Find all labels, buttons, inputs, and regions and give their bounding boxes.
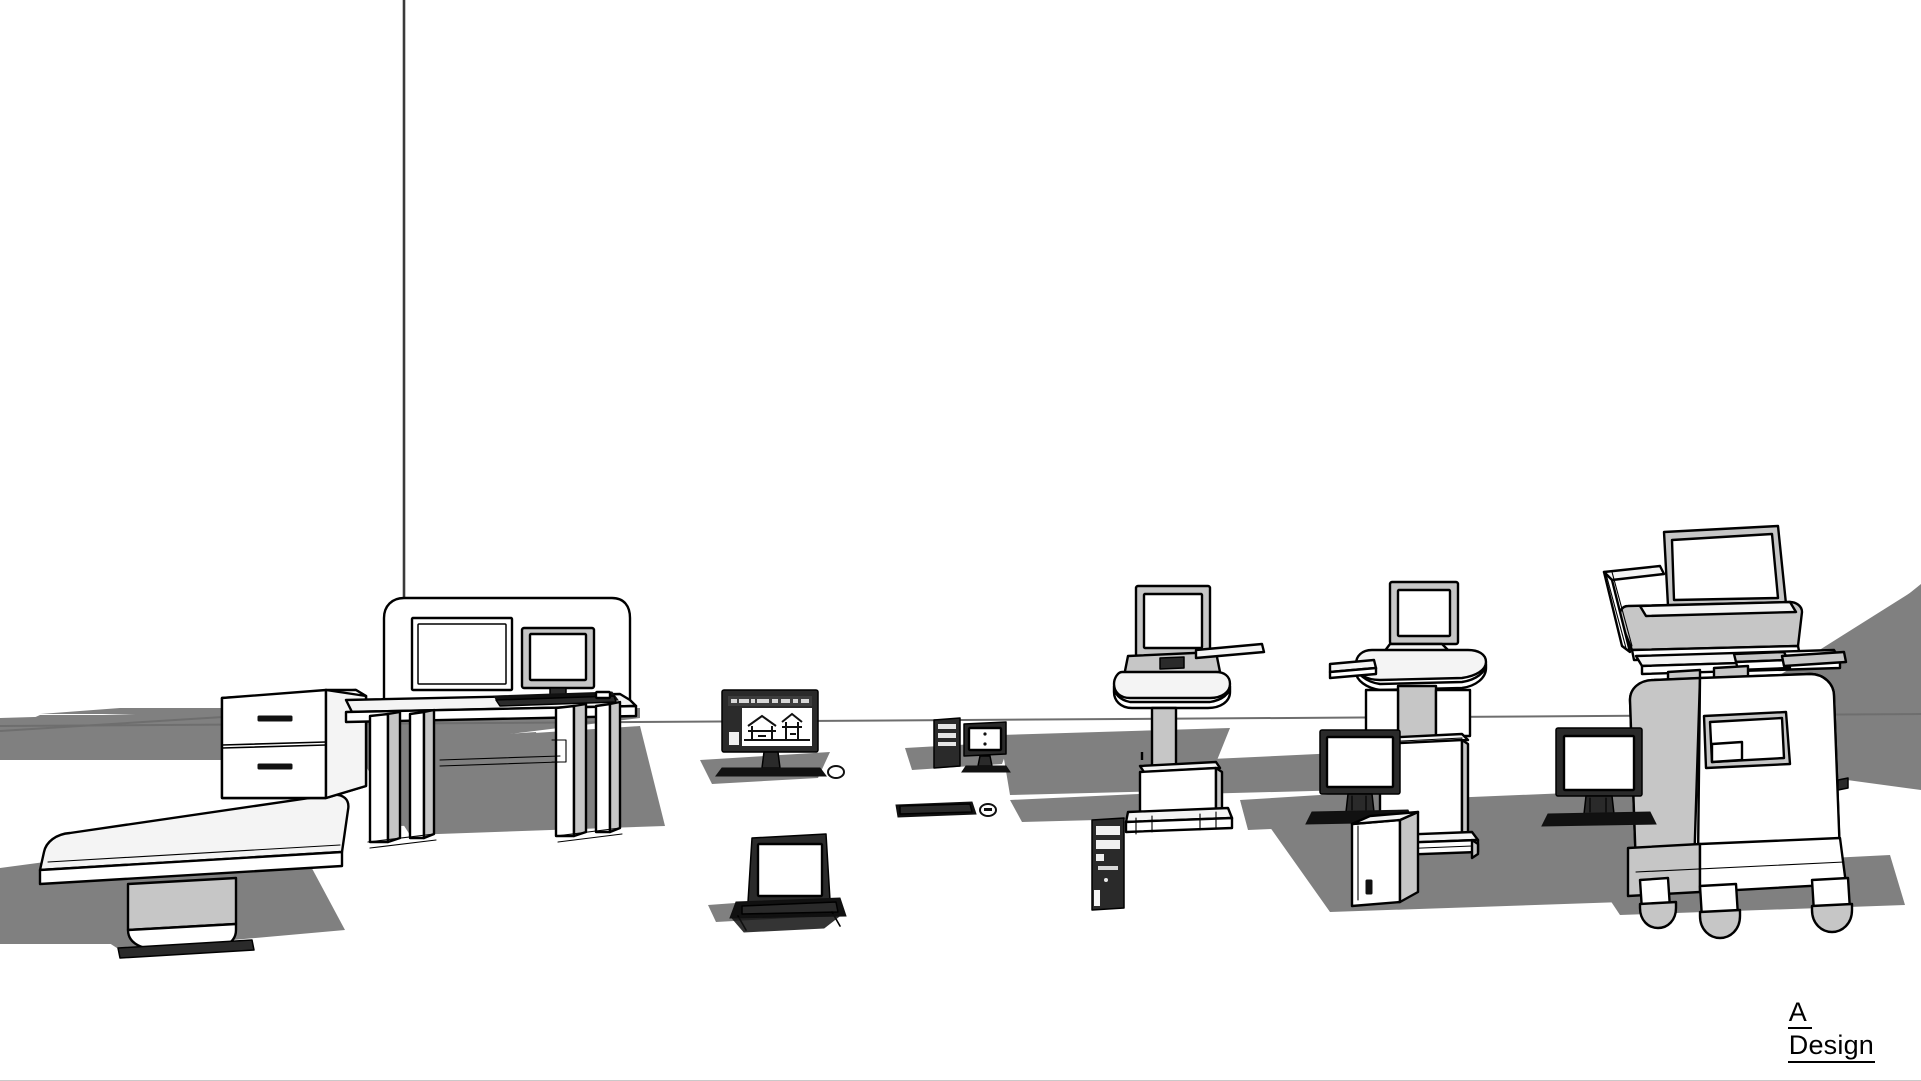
open-laptop — [729, 833, 847, 933]
mobile-overbed-table — [38, 793, 350, 959]
floor-tower-left — [1091, 817, 1125, 911]
mobile-medical-cart — [1602, 524, 1854, 940]
signature-line-design: Design — [1787, 1032, 1875, 1063]
cart-side-monitor — [1541, 727, 1657, 827]
design-signature: A Design — [1787, 998, 1875, 1063]
wall-arm-workstation-left — [1112, 584, 1266, 835]
height-adjustable-desk — [344, 596, 638, 849]
keyboard-and-mouse — [895, 801, 997, 818]
two-drawer-pedestal — [220, 688, 368, 800]
desktop-monitor-cad — [715, 689, 845, 779]
wall-arm-workstation-right — [1328, 580, 1488, 860]
desk-tower-right — [1350, 810, 1420, 908]
signature-line-a: A — [1787, 998, 1812, 1030]
mini-tower-and-monitor — [933, 717, 1011, 773]
